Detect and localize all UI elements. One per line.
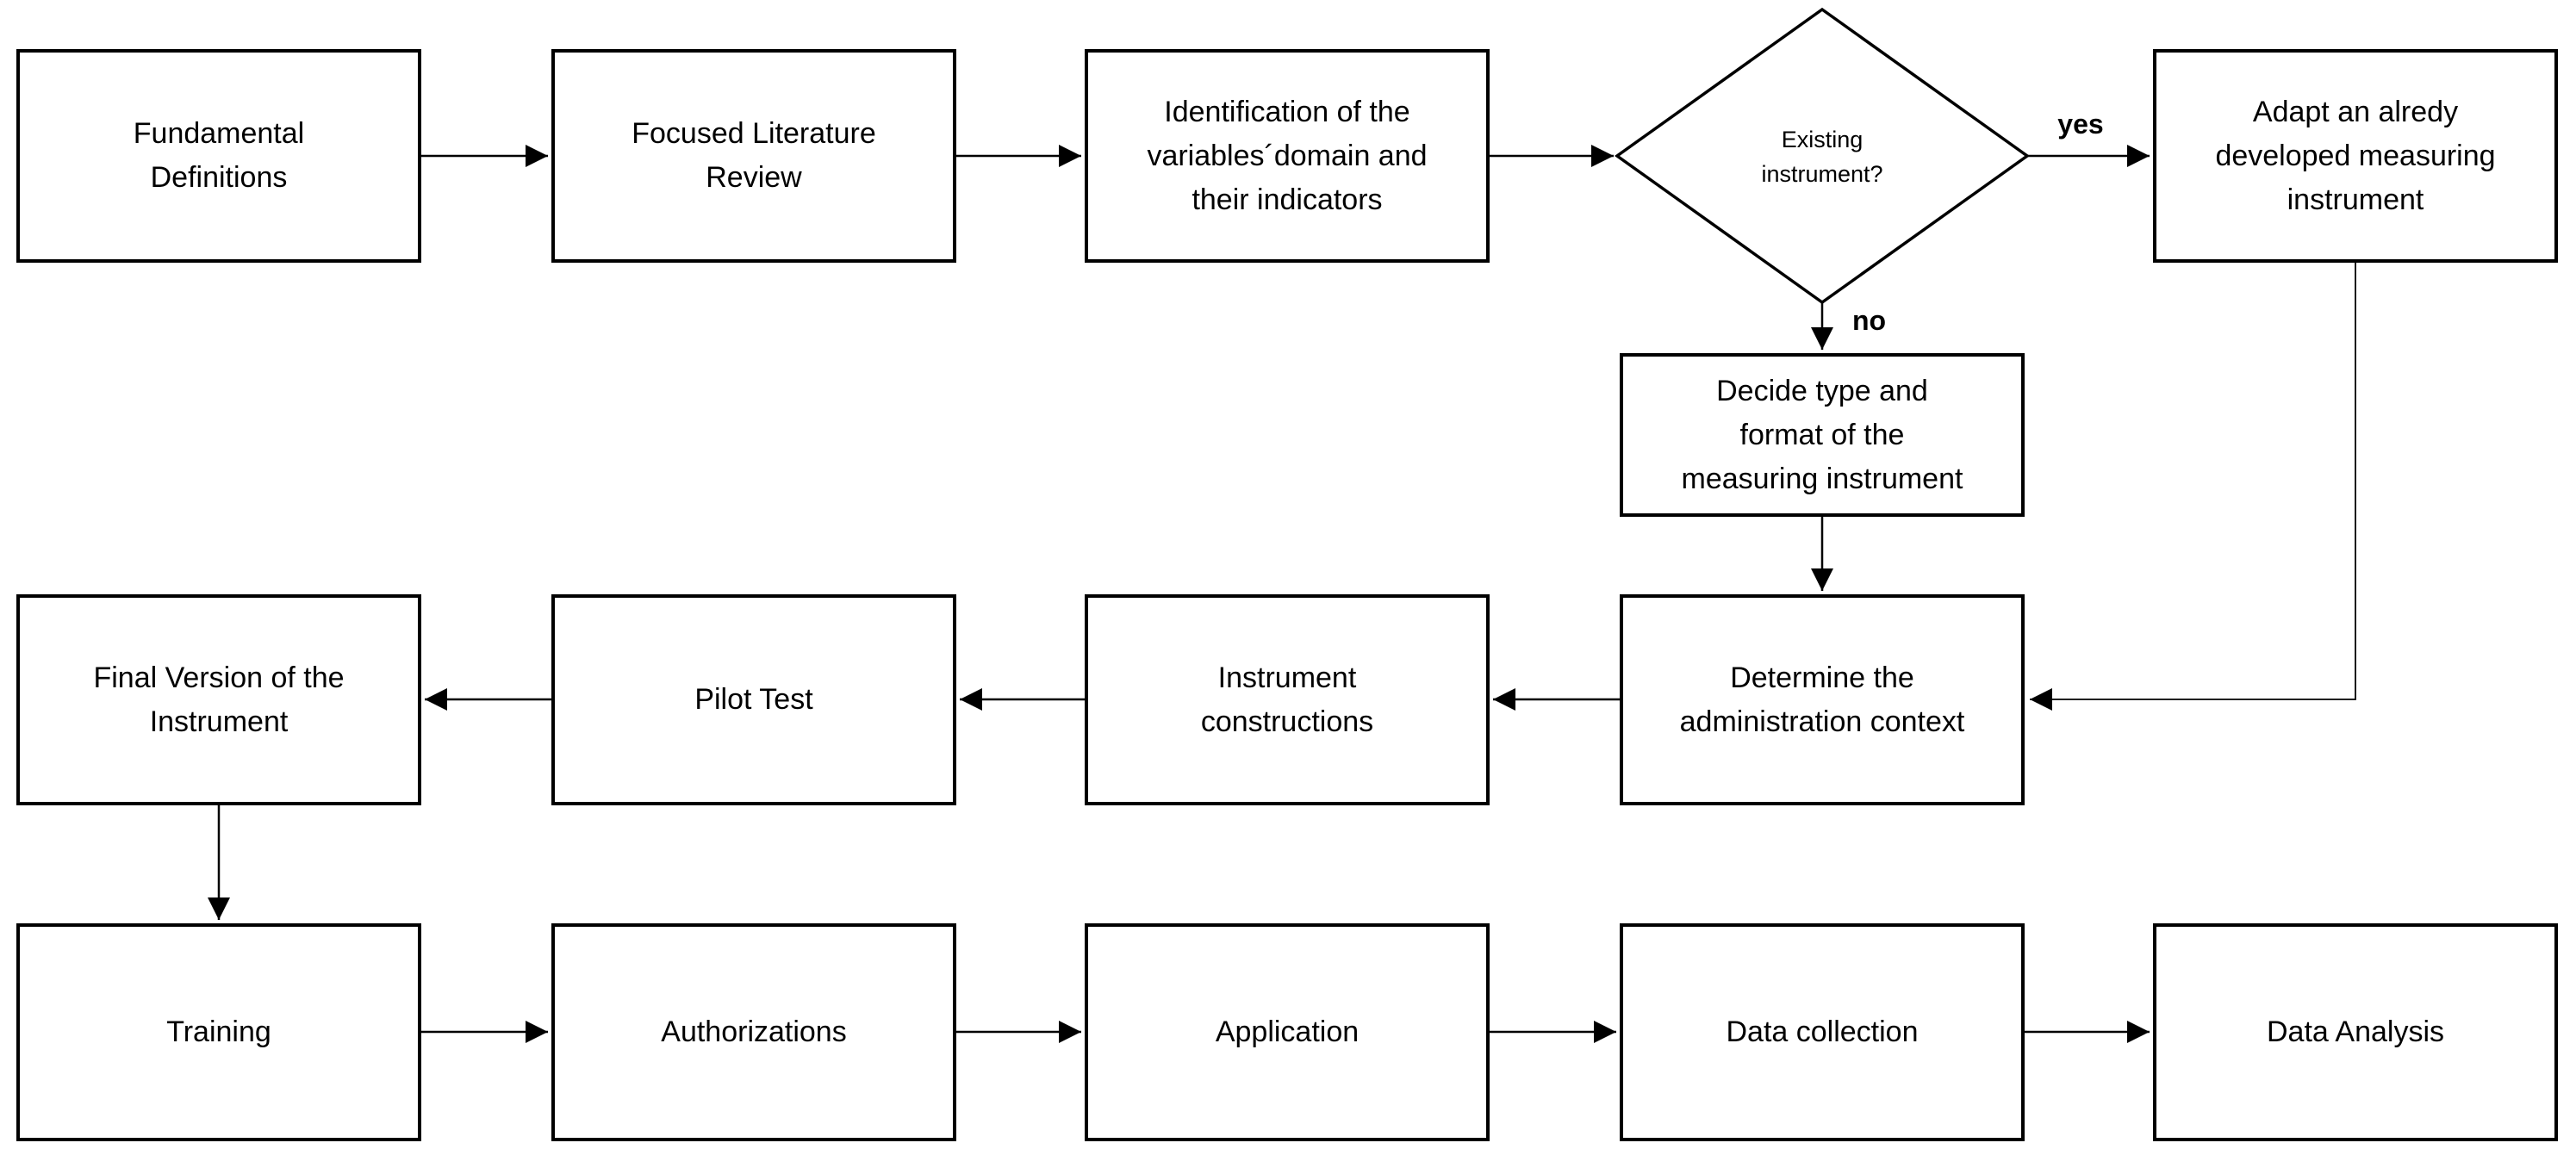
decision-existing-instrument-label: Existing instrument? [1761, 127, 1883, 187]
node-final-version-instrument-label: Final Version of the Instrument [93, 661, 345, 738]
node-determine-administration-context: Determine the administration context [1620, 594, 2025, 805]
node-adapt-developed-instrument: Adapt an alredy developed measuring inst… [2153, 49, 2558, 263]
node-pilot-test-label: Pilot Test [694, 683, 813, 716]
no-branch-label: no [1852, 305, 1887, 336]
node-focused-literature-review-label: Focused Literature Review [632, 117, 876, 194]
node-application-label: Application [1215, 1015, 1360, 1048]
node-decide-type-format: Decide type and format of the measuring … [1620, 353, 2025, 517]
arrow-adapt-to-determine-elbow [2030, 263, 2356, 711]
node-data-analysis: Data Analysis [2153, 923, 2558, 1141]
node-focused-literature-review: Focused Literature Review [551, 49, 956, 263]
node-identification-variables-label: Identification of the variables´domain a… [1147, 95, 1428, 216]
node-adapt-developed-instrument-label: Adapt an alredy developed measuring inst… [2215, 95, 2496, 216]
node-final-version-instrument: Final Version of the Instrument [16, 594, 421, 805]
decision-diamond-shape [1614, 7, 2031, 305]
node-data-collection-label: Data collection [1726, 1015, 1919, 1048]
node-authorizations: Authorizations [551, 923, 956, 1141]
node-determine-administration-context-label: Determine the administration context [1679, 661, 1965, 738]
node-application: Application [1085, 923, 1490, 1141]
yes-branch-label: yes [2057, 109, 2104, 140]
node-authorizations-label: Authorizations [661, 1015, 847, 1048]
node-training: Training [16, 923, 421, 1141]
node-data-analysis-label: Data Analysis [2267, 1015, 2444, 1048]
node-instrument-constructions: Instrument constructions [1085, 594, 1490, 805]
node-pilot-test: Pilot Test [551, 594, 956, 805]
node-data-collection: Data collection [1620, 923, 2025, 1141]
node-fundamental-definitions-label: Fundamental Definitions [133, 117, 305, 194]
node-instrument-constructions-label: Instrument constructions [1200, 661, 1374, 738]
node-identification-variables: Identification of the variables´domain a… [1085, 49, 1490, 263]
node-fundamental-definitions: Fundamental Definitions [16, 49, 421, 263]
node-training-label: Training [166, 1015, 271, 1048]
node-decide-type-format-label: Decide type and format of the measuring … [1681, 374, 1963, 495]
decision-existing-instrument: Existing instrument? [1723, 86, 1921, 228]
